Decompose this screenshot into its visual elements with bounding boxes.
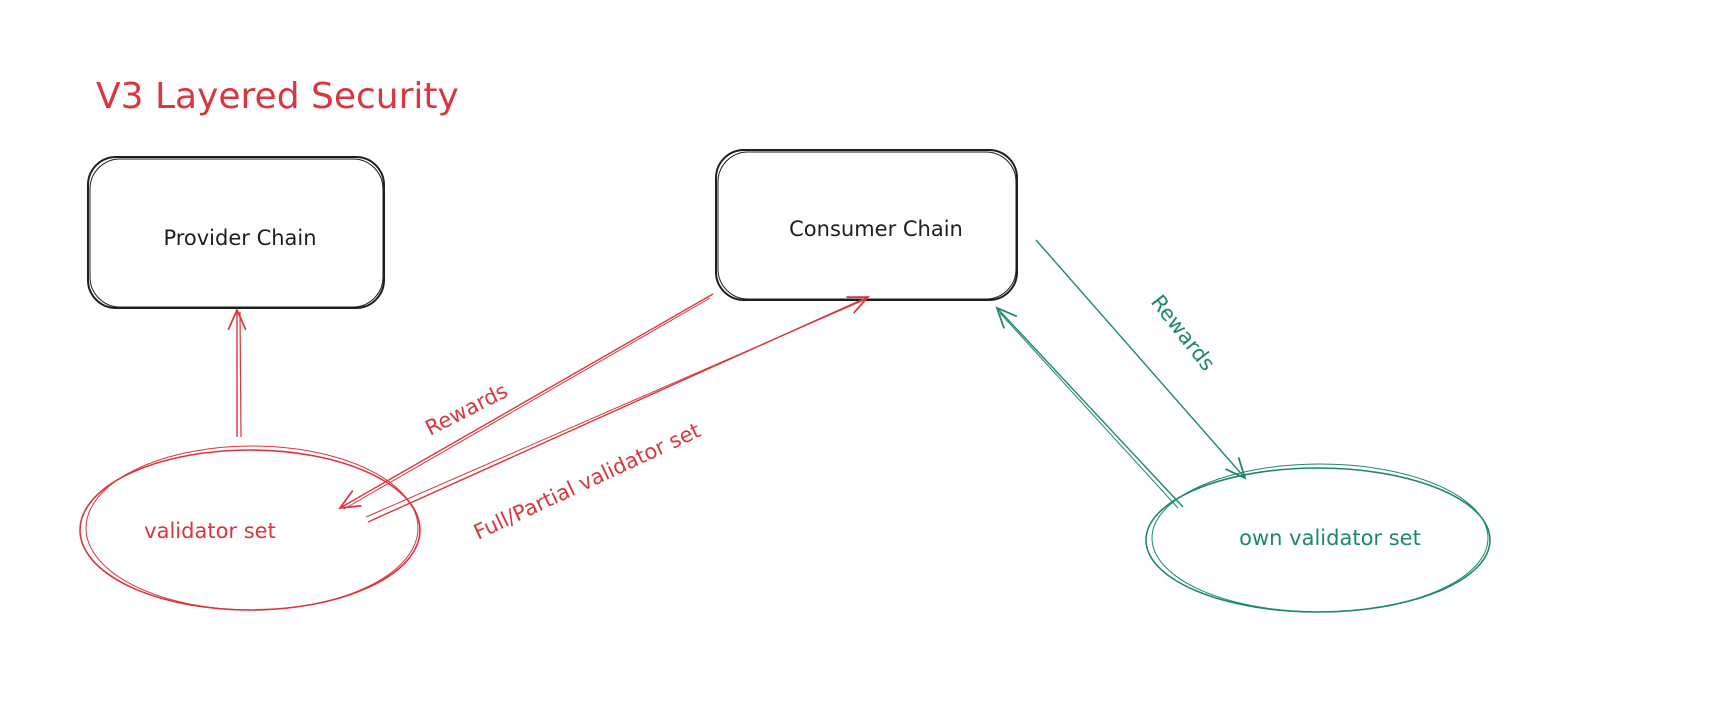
validator-set-node: validator set xyxy=(79,445,421,611)
full-partial-label: Full/Partial validator set xyxy=(470,418,704,544)
rewards-green-arrow xyxy=(1035,239,1245,478)
provider-chain-node: Provider Chain xyxy=(87,156,385,309)
full-partial-arrow xyxy=(365,297,868,523)
rewards-green-label: Rewards xyxy=(1146,290,1220,375)
own-validator-to-consumer-arrow xyxy=(997,308,1184,509)
own-validator-set-node: own validator set xyxy=(1145,463,1491,613)
validator-set-label: validator set xyxy=(144,519,276,543)
diagram-title: V3 Layered Security xyxy=(96,76,459,117)
consumer-chain-label: Consumer Chain xyxy=(789,217,963,241)
rewards-red-arrow xyxy=(340,293,714,510)
consumer-chain-node: Consumer Chain xyxy=(715,149,1018,301)
own-validator-set-label: own validator set xyxy=(1239,526,1421,550)
validator-to-provider-arrow xyxy=(237,310,241,438)
rewards-red-label: Rewards xyxy=(421,379,511,441)
provider-chain-label: Provider Chain xyxy=(163,226,316,250)
